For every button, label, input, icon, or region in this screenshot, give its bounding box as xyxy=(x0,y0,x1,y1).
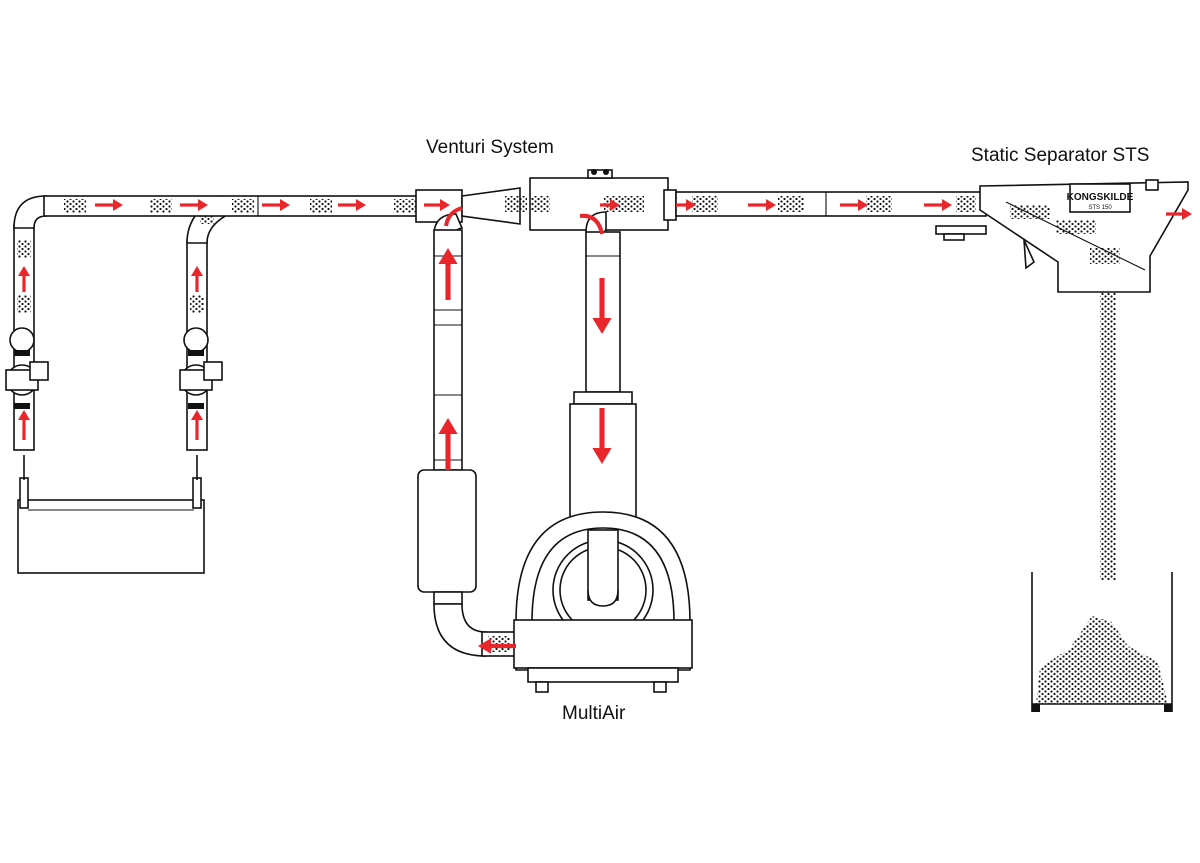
flow-arrow-11 xyxy=(18,266,30,292)
flow-arrow-curve-1 xyxy=(444,206,463,227)
flow-arrow-14 xyxy=(191,410,203,440)
flow-arrow-5 xyxy=(600,199,620,211)
flow-arrow-18 xyxy=(592,408,612,464)
flow-arrow-10 xyxy=(1166,208,1192,220)
flow-arrow-2 xyxy=(262,199,290,211)
return-pipe xyxy=(417,213,523,657)
brand-name: KONGSKILDE xyxy=(1067,192,1134,203)
transport-pipe-right xyxy=(675,191,987,217)
static-separator-label: Static Separator STS xyxy=(971,145,1150,166)
multiair-label: MultiAir xyxy=(562,703,626,724)
venturi-system-label: Venturi System xyxy=(426,137,554,158)
flow-arrow-curve-2 xyxy=(579,213,604,235)
flow-arrow-15 xyxy=(438,248,458,300)
multiair-blower xyxy=(513,211,693,693)
flow-arrow-13 xyxy=(191,266,203,292)
flow-arrow-3 xyxy=(338,199,366,211)
flow-arrow-1 xyxy=(180,199,208,211)
transport-pipe-left xyxy=(43,195,423,217)
flow-arrow-6 xyxy=(676,199,696,211)
flow-arrow-16 xyxy=(438,418,458,470)
flow-arrow-7 xyxy=(748,199,776,211)
flow-arrow-19 xyxy=(478,638,516,654)
flow-arrow-8 xyxy=(840,199,868,211)
brand-model: STS 150 xyxy=(1088,205,1112,211)
intake-pipe-1 xyxy=(5,195,49,480)
intake-pipe-2 xyxy=(179,195,240,480)
static-separator: KONGSKILDE STS 150 xyxy=(935,179,1189,580)
flow-arrow-17 xyxy=(592,278,612,334)
flow-arrow-0 xyxy=(95,199,123,211)
collection-bin xyxy=(1031,572,1173,712)
airflow-arrows xyxy=(18,199,1192,654)
flow-arrow-12 xyxy=(18,410,30,440)
flow-arrow-9 xyxy=(924,199,952,211)
flow-arrow-4 xyxy=(424,199,450,211)
intake-frame xyxy=(17,477,205,574)
